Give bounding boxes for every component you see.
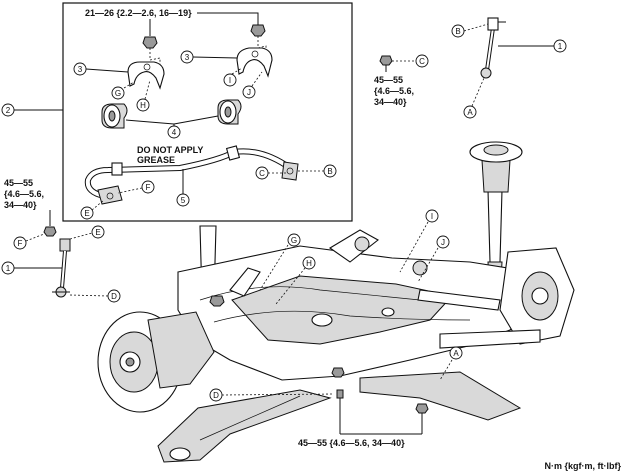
svg-text:3: 3 xyxy=(185,53,190,62)
svg-text:E: E xyxy=(84,209,89,218)
callout-2: 2 xyxy=(1,103,63,117)
marker-H-inset: H xyxy=(136,79,151,112)
torque-left-line3: 34—40} xyxy=(4,200,37,210)
marker-E-inset: E xyxy=(80,199,105,220)
svg-text:J: J xyxy=(247,88,251,97)
marker-I-main: I xyxy=(399,209,439,273)
rear-subframe-assembly xyxy=(97,141,575,463)
svg-text:H: H xyxy=(306,259,312,268)
marker-D-main: D xyxy=(209,388,335,402)
nut-right-top: C xyxy=(379,54,429,68)
svg-text:4: 4 xyxy=(172,128,177,137)
torque-right-line1: 45—55 xyxy=(374,75,403,85)
torque-top-label: 21—26 {2.2—2.6, 16—19} xyxy=(85,8,192,18)
stabilizer-bushing-left xyxy=(101,103,128,129)
svg-text:D: D xyxy=(213,391,219,400)
callout-5: 5 xyxy=(176,169,190,207)
svg-text:G: G xyxy=(115,89,121,98)
marker-F-inset: F xyxy=(117,180,155,194)
torque-right-line2: {4.6—5.6, xyxy=(374,86,414,96)
marker-G-inset: G xyxy=(111,81,135,100)
svg-text:B: B xyxy=(327,167,332,176)
marker-G-main: G xyxy=(259,233,301,291)
stabilizer-bar xyxy=(84,145,299,205)
svg-text:I: I xyxy=(229,76,231,85)
svg-text:C: C xyxy=(419,57,425,66)
svg-text:5: 5 xyxy=(181,196,186,205)
svg-text:F: F xyxy=(18,239,23,248)
svg-text:2: 2 xyxy=(6,106,11,115)
marker-C-inset: C xyxy=(255,166,288,180)
svg-text:E: E xyxy=(95,228,100,237)
svg-text:D: D xyxy=(111,292,117,301)
svg-text:1: 1 xyxy=(558,42,563,51)
svg-text:F: F xyxy=(146,183,151,192)
bracket-nut-right xyxy=(250,24,266,37)
marker-J-inset: J xyxy=(242,71,263,99)
marker-H-main: H xyxy=(275,256,316,305)
svg-text:3: 3 xyxy=(78,65,83,74)
torque-right-line3: 34—40} xyxy=(374,97,407,107)
callout-3-left: 3 xyxy=(73,62,129,76)
note-no-grease-line2: GREASE xyxy=(137,155,175,165)
svg-text:A: A xyxy=(467,108,473,117)
marker-A-main: A xyxy=(439,346,463,381)
callout-3-right: 3 xyxy=(180,50,238,64)
svg-text:J: J xyxy=(441,238,445,247)
units-legend: N·m {kgf·m, ft·lbf} xyxy=(545,461,622,471)
svg-text:G: G xyxy=(291,236,297,245)
marker-B-inset: B xyxy=(298,164,337,178)
torque-left-line2: {4.6—5.6, xyxy=(4,189,44,199)
stabilizer-bushing-right xyxy=(217,99,242,125)
marker-I-inset: I xyxy=(223,67,243,87)
svg-text:H: H xyxy=(140,101,146,110)
bushing-bracket-left xyxy=(127,48,165,90)
stabilizer-link-left: F E D 1 xyxy=(1,225,121,303)
svg-text:1: 1 xyxy=(6,264,11,273)
callout-4: 4 xyxy=(125,115,219,139)
svg-text:I: I xyxy=(431,212,433,221)
svg-text:C: C xyxy=(259,169,265,178)
svg-text:A: A xyxy=(453,349,459,358)
note-no-grease-line1: DO NOT APPLY xyxy=(137,145,203,155)
stabilizer-link-right: B A 1 xyxy=(451,17,567,119)
bracket-nut-left xyxy=(142,36,158,49)
svg-text:B: B xyxy=(455,27,460,36)
torque-bottom-label: 45—55 {4.6—5.6, 34—40} xyxy=(298,438,405,448)
torque-left-line1: 45—55 xyxy=(4,178,33,188)
bushing-bracket-right xyxy=(236,36,273,78)
marker-J-main: J xyxy=(417,235,450,283)
stabilizer-inset-box xyxy=(62,2,353,222)
